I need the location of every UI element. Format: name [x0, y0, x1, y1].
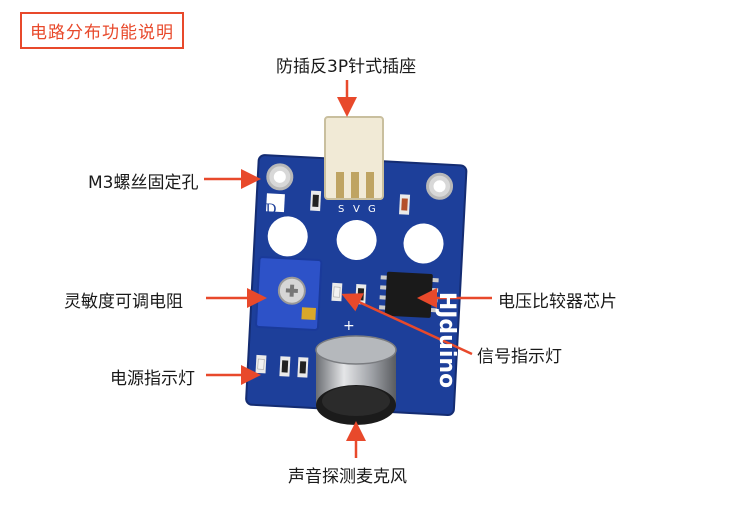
label-mount-hole: M3螺丝固定孔	[88, 173, 199, 193]
connector-3p	[324, 116, 384, 200]
potentiometer	[255, 256, 323, 331]
brand-label: HJduino	[434, 292, 459, 388]
label-connector: 防插反3P针式插座	[276, 57, 417, 77]
plus-label: +	[343, 318, 355, 334]
pin-label-s: S	[338, 204, 344, 215]
board-letter: D	[265, 202, 276, 218]
label-signal-led: 信号指示灯	[477, 347, 562, 367]
pcb-board	[245, 154, 468, 417]
microphone	[315, 335, 397, 425]
pin-label-g: G	[368, 204, 376, 215]
label-power-led: 电源指示灯	[110, 369, 195, 389]
label-microphone: 声音探测麦克风	[288, 467, 407, 487]
pin-label-v: V	[353, 204, 360, 215]
comparator-chip	[379, 271, 439, 318]
page-title: 电路分布功能说明	[20, 12, 184, 49]
label-potentiometer: 灵敏度可调电阻	[64, 292, 183, 312]
label-comparator: 电压比较器芯片	[498, 292, 617, 312]
